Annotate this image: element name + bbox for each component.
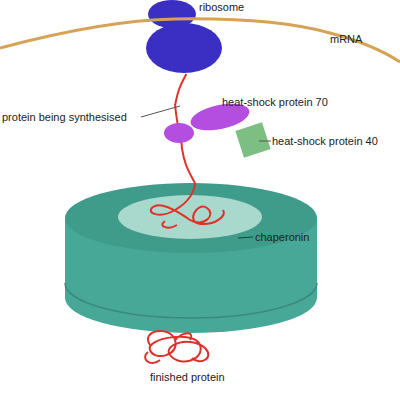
hsp40-square bbox=[235, 122, 270, 157]
node-shape bbox=[65, 183, 317, 333]
leader-line bbox=[141, 106, 180, 117]
chaperonin-groove bbox=[65, 283, 317, 318]
node-shape bbox=[160, 104, 250, 146]
diagram-node: chaperonin bbox=[65, 183, 317, 333]
diagram-node: ribosome bbox=[145, 0, 223, 74]
chaperonin-top bbox=[65, 183, 317, 253]
ribosome-large-subunit bbox=[146, 23, 222, 73]
diagram-node: heat-shock protein 40 bbox=[236, 123, 270, 157]
part-label: heat-shock protein 70 bbox=[222, 96, 328, 108]
part-label: ribosome bbox=[199, 1, 244, 13]
folded-protein bbox=[145, 331, 208, 363]
chaperonin-cavity bbox=[118, 195, 262, 239]
callout-label: protein being synthesised bbox=[2, 111, 127, 123]
protein-in-cavity bbox=[151, 183, 224, 228]
part-label: chaperonin bbox=[255, 231, 309, 243]
protein-chain bbox=[175, 74, 186, 104]
callout-label: mRNA bbox=[330, 33, 362, 45]
part-label: heat-shock protein 40 bbox=[272, 135, 378, 147]
callout-label: finished protein bbox=[150, 371, 225, 383]
protein-chain bbox=[182, 146, 195, 183]
node-shape bbox=[236, 123, 270, 157]
diagram-node: heat-shock protein 70 bbox=[160, 104, 250, 146]
hsp70-lobe bbox=[164, 123, 194, 143]
